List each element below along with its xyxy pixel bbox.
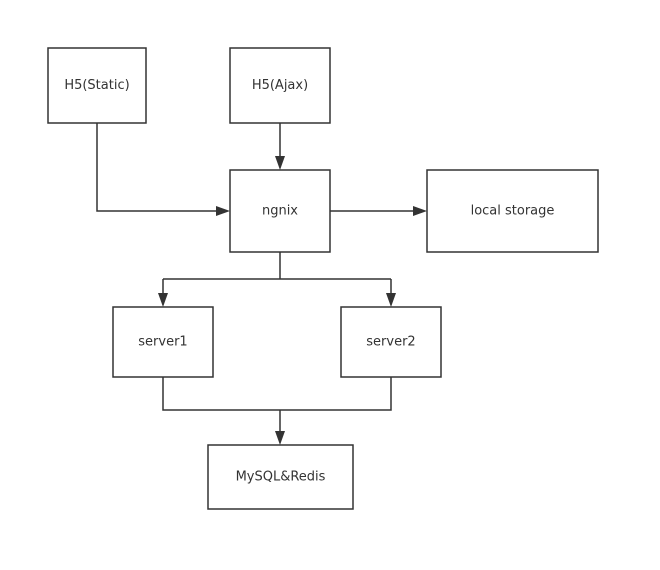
node-box-h5-static xyxy=(47,47,147,124)
edges xyxy=(96,123,427,445)
arrowhead-ngnix-to-server2 xyxy=(386,293,396,307)
edge-h5-static-to-ngnix xyxy=(96,123,218,212)
arrowhead-ngnix-to-server1 xyxy=(158,293,168,307)
node-label-server2: server2 xyxy=(366,335,415,350)
node-ngnix: ngnix xyxy=(229,169,331,253)
node-label-mysql-redis: MySQL&Redis xyxy=(236,470,326,485)
node-mysql-redis: MySQL&Redis xyxy=(207,444,354,510)
node-label-server1: server1 xyxy=(138,335,187,350)
node-local-storage: local storage xyxy=(426,169,599,253)
node-box-server1 xyxy=(112,306,214,378)
arrowhead-ngnix-to-local-storage xyxy=(413,206,427,216)
edge-ngnix-fork xyxy=(163,252,391,280)
node-h5-ajax: H5(Ajax) xyxy=(229,47,331,124)
node-box-server2 xyxy=(340,306,442,378)
node-box-local-storage xyxy=(426,169,599,253)
node-server2: server2 xyxy=(340,306,442,378)
arrowhead-to-mysql-redis xyxy=(275,431,285,445)
edge-servers-merge xyxy=(162,377,392,411)
node-box-h5-ajax xyxy=(229,47,331,124)
arrowhead-h5-static-to-ngnix xyxy=(216,206,230,216)
node-box-mysql-redis xyxy=(207,444,354,510)
node-label-h5-static: H5(Static) xyxy=(64,78,129,93)
node-server1: server1 xyxy=(112,306,214,378)
node-label-local-storage: local storage xyxy=(471,204,555,219)
node-label-ngnix: ngnix xyxy=(262,204,298,219)
node-label-h5-ajax: H5(Ajax) xyxy=(252,78,308,93)
node-h5-static: H5(Static) xyxy=(47,47,147,124)
arrowhead-h5-ajax-to-ngnix xyxy=(275,156,285,170)
node-box-ngnix xyxy=(229,169,331,253)
